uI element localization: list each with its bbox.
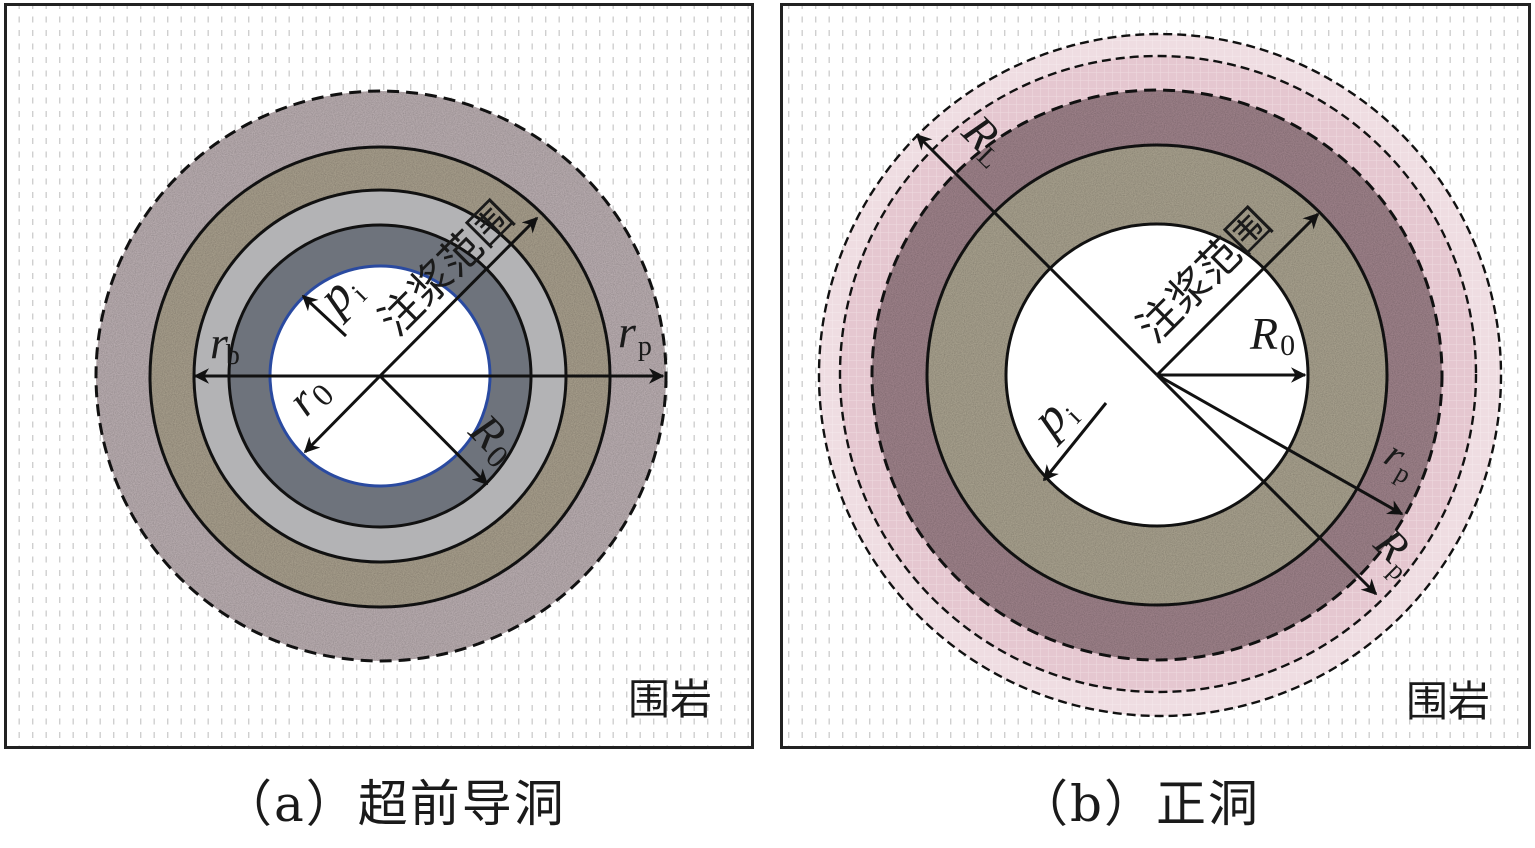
loosened-zone-outer-boundary <box>817 32 1503 718</box>
RL-arrow <box>915 133 1159 377</box>
rp-arrow <box>1156 373 1404 516</box>
pi-arrow <box>301 294 348 338</box>
r0-arrow <box>303 374 382 454</box>
grouting-range-arrow <box>1155 212 1320 377</box>
panel-b-border <box>780 3 1531 749</box>
rb-label: rb <box>210 317 240 371</box>
rock-mass-label: 围岩 <box>628 675 712 724</box>
grouting-range-arrow <box>378 216 539 378</box>
plastic-zone-boundary <box>94 89 668 663</box>
panel-b: RL R0 pi rp Rp 注浆范围 围岩 <box>780 3 1531 749</box>
R0-label: R0 <box>1249 308 1295 362</box>
grouting-zone-boundary <box>925 143 1389 607</box>
panel-b-caption: （b）正洞 <box>1018 775 1261 833</box>
R0-arrow <box>378 374 489 486</box>
pi-arrow <box>1042 402 1108 482</box>
panel-a-border <box>4 3 754 749</box>
loosened-zone-inner-boundary <box>838 54 1478 694</box>
plastic-zone-boundary <box>870 88 1444 662</box>
rock-mass-label: 围岩 <box>1406 677 1490 726</box>
Rp-arrow <box>1155 373 1378 596</box>
panel-a-caption: （a）超前导洞 <box>222 775 566 833</box>
rp-label: rp <box>618 306 652 362</box>
panel-a: rb rp r0 R0 pi 注浆范围 围岩 <box>4 3 754 749</box>
